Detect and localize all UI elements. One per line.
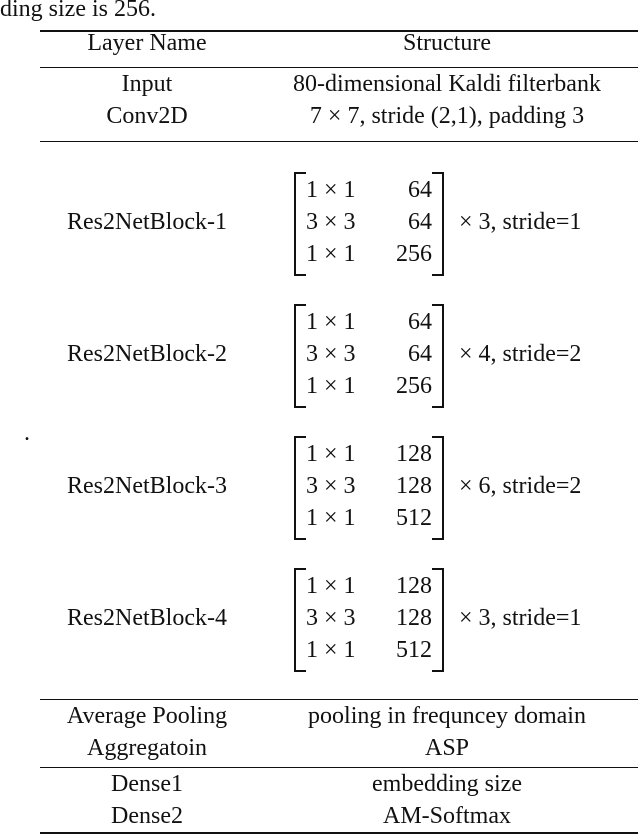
channel-count: 64 bbox=[408, 341, 432, 367]
kernel-size: 1 × 1 bbox=[306, 637, 356, 663]
kernel-size: 1 × 1 bbox=[306, 309, 356, 335]
channel-count: 256 bbox=[396, 241, 432, 267]
block-name: Res2NetBlock-1 bbox=[67, 209, 227, 235]
conv-rule bbox=[40, 141, 638, 142]
channel-count: 128 bbox=[396, 605, 432, 631]
row-layer-name: Dense2 bbox=[111, 803, 183, 829]
kernel-size: 1 × 1 bbox=[306, 441, 356, 467]
row-layer-name: Average Pooling bbox=[66, 703, 228, 729]
block-name: Res2NetBlock-4 bbox=[67, 605, 227, 631]
row-layer-name: Dense1 bbox=[111, 771, 183, 797]
channel-count: 64 bbox=[408, 209, 432, 235]
block-repeat-stride: × 3, stride=1 bbox=[459, 209, 582, 235]
row-structure: embedding size bbox=[372, 771, 522, 797]
left-bracket bbox=[294, 568, 306, 672]
block-matrix: 1 × 1 64 3 × 3 64 1 × 1 256 bbox=[294, 304, 444, 408]
channel-count: 64 bbox=[408, 177, 432, 203]
row-layer-name: Input bbox=[121, 71, 173, 97]
row-structure: 80-dimensional Kaldi filterbank bbox=[293, 71, 601, 97]
right-bracket bbox=[432, 568, 444, 672]
header-structure: Structure bbox=[403, 30, 491, 56]
kernel-size: 1 × 1 bbox=[306, 177, 356, 203]
kernel-size: 3 × 3 bbox=[306, 473, 356, 499]
channel-count: 512 bbox=[396, 637, 432, 663]
channel-count: 64 bbox=[408, 309, 432, 335]
left-bracket bbox=[294, 172, 306, 276]
top-rule bbox=[40, 30, 638, 32]
block-repeat-stride: × 6, stride=2 bbox=[459, 473, 582, 499]
row-structure: ASP bbox=[424, 735, 470, 761]
block-matrix: 1 × 1 128 3 × 3 128 1 × 1 512 bbox=[294, 436, 444, 540]
kernel-size: 3 × 3 bbox=[306, 605, 356, 631]
block-matrix: 1 × 1 128 3 × 3 128 1 × 1 512 bbox=[294, 568, 444, 672]
row-structure: AM-Softmax bbox=[383, 803, 511, 829]
block-name: Res2NetBlock-3 bbox=[67, 473, 227, 499]
right-bracket bbox=[432, 172, 444, 276]
channel-count: 512 bbox=[396, 505, 432, 531]
header-layer-name: Layer Name bbox=[87, 30, 207, 56]
block-repeat-stride: × 3, stride=1 bbox=[459, 605, 582, 631]
right-bracket bbox=[432, 304, 444, 408]
left-bracket bbox=[294, 304, 306, 408]
block-repeat-stride: × 4, stride=2 bbox=[459, 341, 582, 367]
right-bracket bbox=[432, 436, 444, 540]
kernel-size: 3 × 3 bbox=[306, 209, 356, 235]
row-layer-name: Conv2D bbox=[106, 103, 188, 129]
header-rule bbox=[40, 67, 638, 68]
kernel-size: 3 × 3 bbox=[306, 341, 356, 367]
stray-mark: . bbox=[24, 420, 30, 446]
channel-count: 128 bbox=[396, 441, 432, 467]
blocks-rule bbox=[40, 699, 638, 700]
caption-tail: ding size is 256. bbox=[0, 0, 156, 22]
row-structure: pooling in frequncey domain bbox=[308, 703, 586, 729]
block-name: Res2NetBlock-2 bbox=[67, 341, 227, 367]
channel-count: 256 bbox=[396, 373, 432, 399]
kernel-size: 1 × 1 bbox=[306, 373, 356, 399]
kernel-size: 1 × 1 bbox=[306, 573, 356, 599]
pooling-rule bbox=[40, 767, 638, 768]
left-bracket bbox=[294, 436, 306, 540]
channel-count: 128 bbox=[396, 473, 432, 499]
kernel-size: 1 × 1 bbox=[306, 505, 356, 531]
row-structure: 7 × 7, stride (2,1), padding 3 bbox=[309, 103, 585, 129]
block-matrix: 1 × 1 64 3 × 3 64 1 × 1 256 bbox=[294, 172, 444, 276]
kernel-size: 1 × 1 bbox=[306, 241, 356, 267]
row-layer-name: Aggregatoin bbox=[87, 735, 207, 761]
bottom-rule bbox=[40, 832, 638, 834]
channel-count: 128 bbox=[396, 573, 432, 599]
